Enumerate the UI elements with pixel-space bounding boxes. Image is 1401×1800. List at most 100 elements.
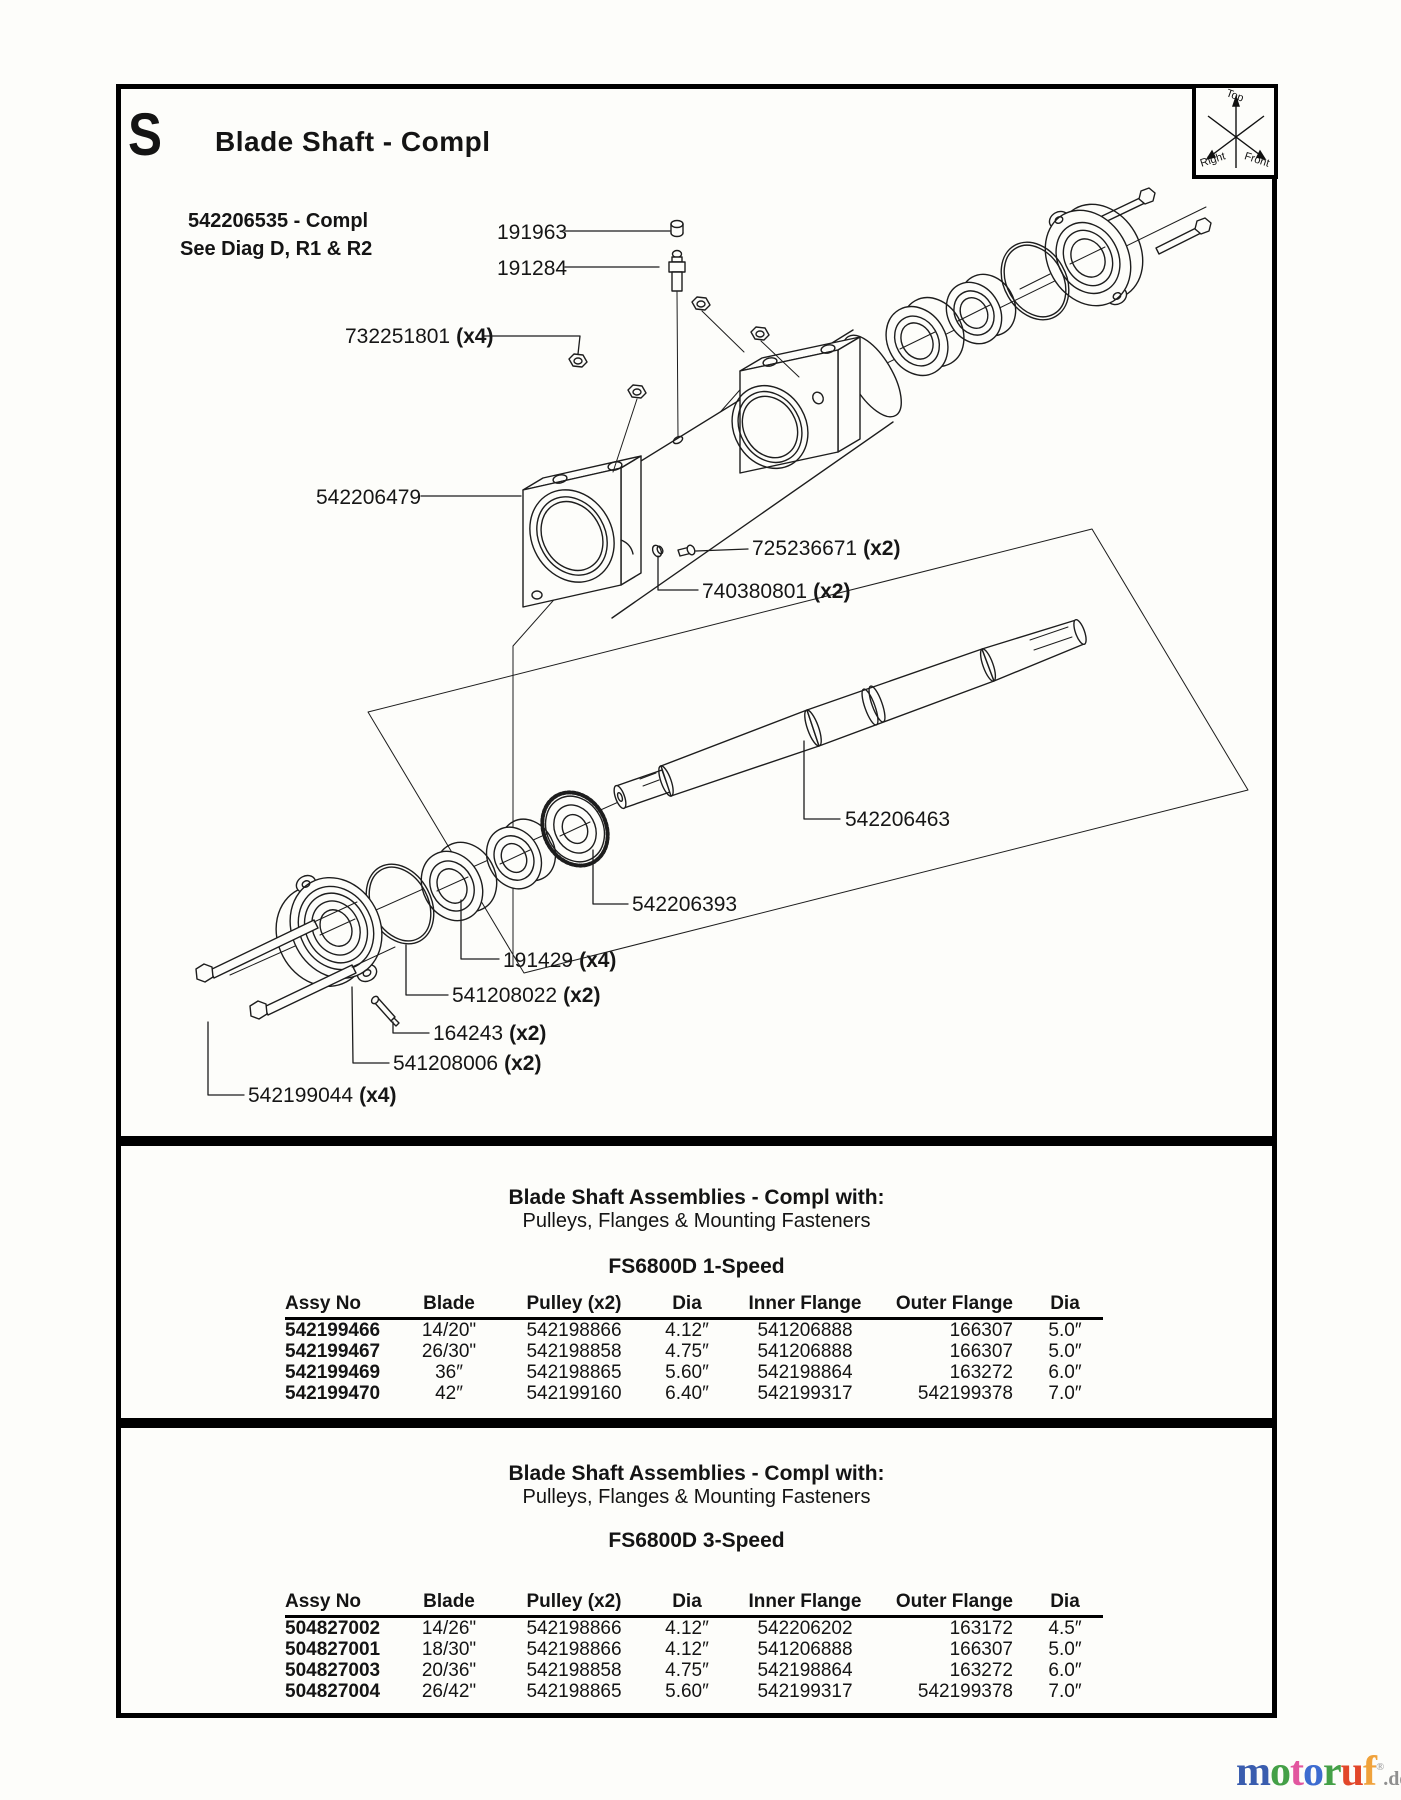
column-header: Dia xyxy=(1027,1293,1103,1320)
table-cell: 542206202 xyxy=(757,1618,853,1639)
assembly-ref: 542206535 - Compl xyxy=(188,210,369,232)
column-header: Dia xyxy=(647,1293,727,1320)
table-cell: 504827002 xyxy=(285,1618,381,1639)
table-cell: 542198858 xyxy=(526,1341,622,1362)
table-cell: 542198865 xyxy=(526,1681,622,1702)
table-cell: 504827001 xyxy=(285,1639,381,1660)
table-cell: 542198866 xyxy=(526,1320,622,1341)
column-header: Outer Flange xyxy=(883,1293,1027,1320)
table-cell: 5.0″ xyxy=(1048,1639,1082,1660)
column-header: Pulley (x2) xyxy=(501,1293,647,1320)
callout-542206463: 542206463 xyxy=(845,808,951,831)
table-cell: 4.12″ xyxy=(665,1639,709,1660)
watermark-letter: o xyxy=(1303,1749,1324,1795)
assembly-table-1speed: Blade Shaft Assemblies - Compl with: Pul… xyxy=(121,1146,1272,1404)
table-title: Blade Shaft Assemblies - Compl with: xyxy=(508,1462,885,1485)
table-cell: 42″ xyxy=(435,1383,463,1404)
table-cell: 542198865 xyxy=(526,1362,622,1383)
table-cell: 18/30" xyxy=(421,1639,477,1660)
callout-542199044: 542199044(x4) xyxy=(248,1084,397,1107)
callout-740380801: 740380801(x2) xyxy=(702,580,851,603)
table-row: 504827001 18/30" 542198866 4.12″ 541206888 16… xyxy=(285,1639,1103,1660)
table-cell: 6.0″ xyxy=(1048,1362,1082,1383)
column-header: Inner Flange xyxy=(727,1591,883,1618)
callout-191429: 191429(x4) xyxy=(503,949,617,972)
table-cell: 504827004 xyxy=(285,1681,381,1702)
watermark-letters: motoruf xyxy=(1236,1749,1377,1795)
table-frame-3speed xyxy=(116,1423,1277,1718)
callout-541208022: 541208022(x2) xyxy=(452,984,601,1007)
column-header: Pulley (x2) xyxy=(501,1591,647,1618)
table-row: 542199466 14/20" 542198866 4.12″ 541206888 16… xyxy=(285,1319,1103,1342)
table-model-heading: FS6800D 1-Speed xyxy=(608,1255,785,1278)
table-cell: 542198866 xyxy=(526,1618,622,1639)
table-cell: 14/20" xyxy=(421,1320,477,1341)
table-cell: 542198864 xyxy=(757,1362,853,1383)
table-cell: 542198866 xyxy=(526,1639,622,1660)
table-cell: 542199469 xyxy=(285,1362,381,1383)
table-frame-1speed xyxy=(116,1141,1277,1423)
watermark-letter: o xyxy=(1270,1749,1291,1795)
table-cell: 542198864 xyxy=(757,1660,853,1681)
table-subtitle: Pulleys, Flanges & Mounting Fasteners xyxy=(522,1210,871,1232)
table-cell: 542199378 xyxy=(917,1681,1013,1702)
table-cell: 4.75″ xyxy=(665,1660,709,1681)
table-cell: 504827003 xyxy=(285,1660,381,1681)
callout-164243: 164243(x2) xyxy=(433,1022,547,1045)
assembly-table-3speed: Blade Shaft Assemblies - Compl with: Pul… xyxy=(121,1428,1272,1702)
table-cell: 542199466 xyxy=(285,1320,381,1341)
table-cell: 542199160 xyxy=(526,1383,622,1404)
table-cell: 26/42" xyxy=(421,1681,477,1702)
table-cell: 542199317 xyxy=(757,1681,853,1702)
table-cell: 163272 xyxy=(949,1362,1013,1383)
table-cell: 6.0″ xyxy=(1048,1660,1082,1681)
table-cell: 163272 xyxy=(949,1660,1013,1681)
table-cell: 541206888 xyxy=(757,1639,853,1660)
see-diagram-ref: See Diag D, R1 & R2 xyxy=(180,238,373,260)
watermark-suffix: .de xyxy=(1383,1768,1401,1790)
column-header: Inner Flange xyxy=(727,1293,883,1320)
diagram-frame xyxy=(116,84,1277,1141)
table-cell: 5.0″ xyxy=(1048,1320,1082,1341)
column-header: Assy No xyxy=(285,1591,397,1618)
callout-542206393: 542206393 xyxy=(632,893,738,916)
column-header: Assy No xyxy=(285,1293,397,1320)
table-cell: 541206888 xyxy=(757,1320,853,1341)
table-cell: 4.12″ xyxy=(665,1320,709,1341)
table-cell: 6.40″ xyxy=(665,1383,709,1404)
table-cell: 4.75″ xyxy=(665,1341,709,1362)
table-cell: 4.5″ xyxy=(1048,1618,1082,1639)
table-cell: 7.0″ xyxy=(1048,1681,1082,1702)
callout-732251801: 732251801(x4) xyxy=(345,325,494,348)
callout-542206479: 542206479 xyxy=(316,486,422,509)
table-cell: 166307 xyxy=(949,1320,1013,1341)
table-cell: 542199378 xyxy=(917,1383,1013,1404)
table-cell: 5.60″ xyxy=(665,1362,709,1383)
section-letter: S xyxy=(128,101,163,168)
callout-725236671: 725236671(x2) xyxy=(752,537,901,560)
table-cell: 5.60″ xyxy=(665,1681,709,1702)
table-cell: 5.0″ xyxy=(1048,1341,1082,1362)
table-cell: 26/30" xyxy=(421,1341,477,1362)
table-cell: 163172 xyxy=(949,1618,1013,1639)
table-cell: 166307 xyxy=(949,1639,1013,1660)
callout-191284: 191284 xyxy=(497,257,568,280)
watermark-letter: t xyxy=(1290,1749,1304,1795)
table-cell: 14/26" xyxy=(421,1618,477,1639)
table-cell: 20/36" xyxy=(421,1660,477,1681)
watermark-letter: m xyxy=(1236,1749,1271,1795)
column-header: Outer Flange xyxy=(883,1591,1027,1618)
watermark-letter: f xyxy=(1363,1749,1377,1795)
column-header: Dia xyxy=(1027,1591,1103,1618)
callout-541208006: 541208006(x2) xyxy=(393,1052,542,1075)
table-cell: 166307 xyxy=(949,1341,1013,1362)
orientation-axes-box: Top Right Front xyxy=(1192,84,1278,179)
watermark-letter: u xyxy=(1340,1749,1364,1795)
callout-191963: 191963 xyxy=(497,221,568,244)
column-header: Dia xyxy=(647,1591,727,1618)
